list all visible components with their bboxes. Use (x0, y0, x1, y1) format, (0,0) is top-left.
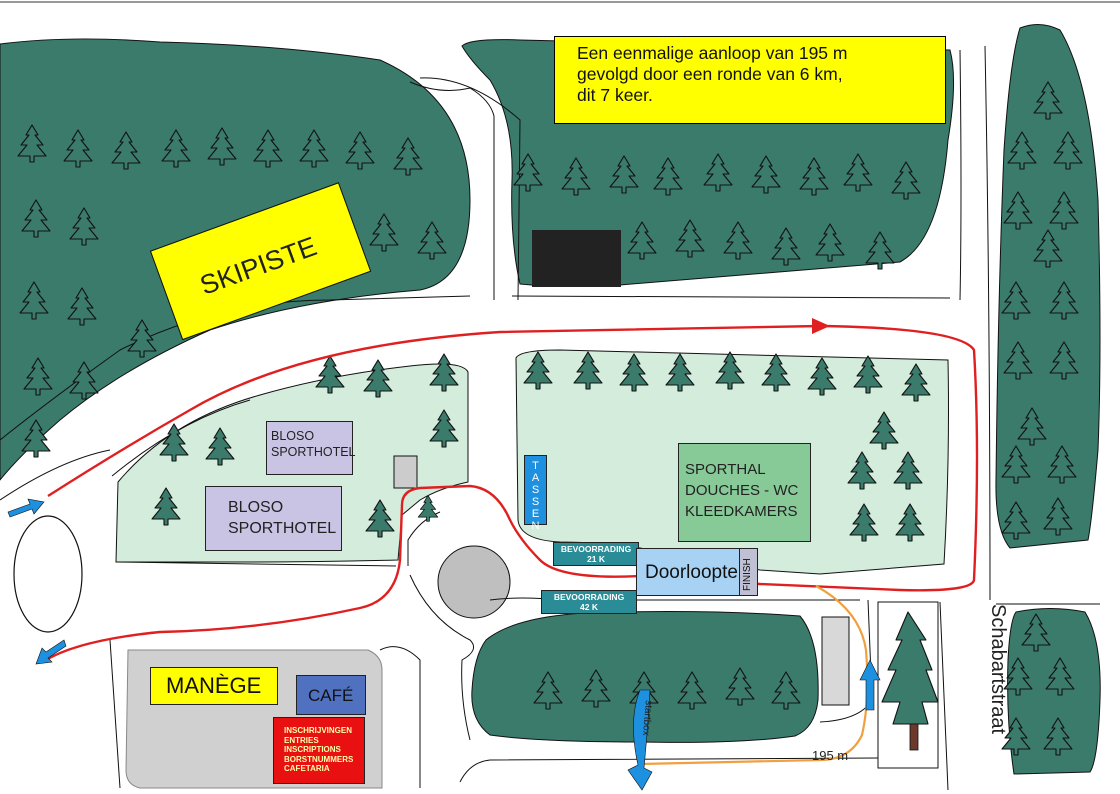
tassen-letter: E (531, 508, 540, 520)
bag-drop-tassen: T A S S E N (524, 455, 547, 532)
tassen-letter: T (532, 460, 539, 472)
skipiste-area (149, 182, 372, 341)
roundabout-west (13, 515, 83, 633)
tassen-letter: S (531, 484, 540, 496)
black-building (532, 230, 621, 287)
hotel-label: SPORTHOTEL (271, 445, 356, 459)
street-name: Schabartstraat (985, 604, 1015, 774)
finish-label: FINISH (742, 558, 753, 591)
registration-desk: INSCHRIJVINGEN ENTRIES INSCRIPTIONS BORS… (273, 717, 365, 784)
roundabout-center (437, 545, 511, 619)
tassen-letter: N (531, 520, 540, 532)
route-info-line: dit 7 keer. (577, 85, 653, 105)
bloso-sporthotel-small: BLOSO SPORTHOTEL (266, 421, 356, 475)
sporthal-label: DOUCHES - WC (685, 482, 799, 499)
manege-building: MANÈGE (150, 667, 278, 705)
arrow-west-in (7, 498, 45, 518)
supply-station-21k: BEVOORRADING 21 K (553, 542, 639, 566)
registration-line: ENTRIES (284, 735, 319, 745)
tassen-letter: S (531, 496, 540, 508)
route-info-box: Een eenmalige aanloop van 195 m gevolgd … (554, 36, 946, 124)
hotel-label: BLOSO (228, 499, 284, 516)
route-info-line: gevolgd door een ronde van 6 km, (577, 64, 843, 84)
big-tree (881, 611, 939, 751)
hotel-label: SPORTHOTEL (228, 520, 337, 537)
cafe-label: CAFÉ (308, 686, 354, 705)
doorlooptent: Doorlooptent (636, 548, 754, 596)
tassen-letter: A (531, 472, 540, 484)
manege-label: MANÈGE (166, 673, 262, 698)
doorlooptent-label: Doorlooptent (645, 562, 754, 583)
hotel-label: BLOSO (271, 429, 315, 443)
distance-label: 195 m (812, 748, 848, 763)
start-marker (627, 689, 653, 791)
supply-station-42k: BEVOORRADING 42 K (541, 590, 637, 614)
route-arrow-north (812, 318, 830, 334)
registration-line: INSCRIPTIONS (284, 745, 341, 754)
supply-label: BEVOORRADING (553, 592, 625, 602)
arrow-west-out (35, 639, 67, 665)
forest-southeast (1007, 608, 1101, 775)
gray-shelter (821, 616, 850, 706)
sporthal-building: SPORTHAL DOUCHES - WC KLEEDKAMERS (678, 443, 811, 542)
start-label: startbox (640, 700, 654, 736)
sporthal-label: SPORTHAL (685, 461, 766, 478)
supply-distance: 42 K (580, 602, 598, 612)
registration-line: INSCHRIJVINGEN (284, 726, 353, 735)
route-info-line: Een eenmalige aanloop van 195 m (577, 43, 848, 63)
bloso-sporthotel-large: BLOSO SPORTHOTEL (205, 486, 342, 551)
registration-line: BORSTNUMMERS (284, 754, 354, 764)
street-label: Schabartstraat (987, 604, 1009, 735)
arrow-start-north (859, 659, 881, 711)
supply-label: BEVOORRADING (560, 544, 632, 554)
finish-gate: FINISH (739, 548, 758, 596)
supply-distance: 21 K (587, 554, 605, 564)
small-building (393, 455, 418, 489)
cafe-building: CAFÉ (296, 675, 366, 715)
sporthal-label: KLEEDKAMERS (685, 503, 798, 520)
registration-line: CAFETARIA (284, 764, 330, 773)
